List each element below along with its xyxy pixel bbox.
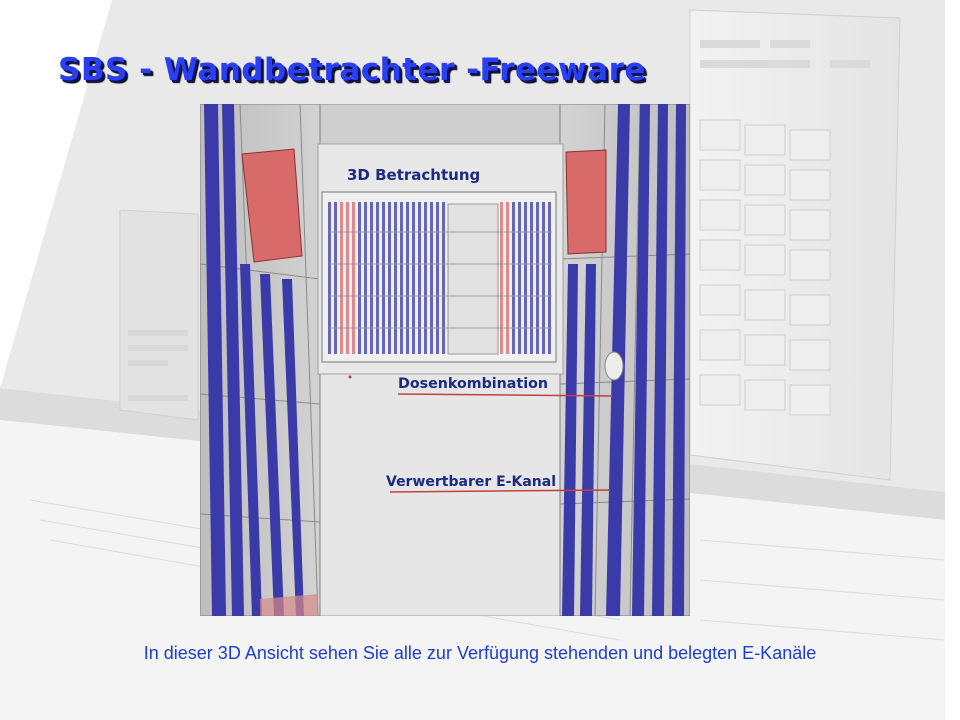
preview-stripe [412, 202, 415, 354]
preview-stripe [358, 202, 361, 354]
preview-channel-stripes [328, 202, 551, 354]
heading-3d-view: 3D Betrachtung [347, 166, 480, 184]
label-usable-channel: Verwertbarer E-Kanal [386, 474, 556, 490]
preview-stripe [436, 202, 439, 354]
preview-stripe [442, 202, 445, 354]
preview-stripe [382, 202, 385, 354]
preview-stripe [328, 202, 331, 354]
preview-stripe [500, 202, 503, 354]
preview-stripe [536, 202, 539, 354]
preview-stripe [530, 202, 533, 354]
channel-right-3 [652, 104, 668, 616]
used-box-right [565, 149, 607, 255]
preview-stripe [542, 202, 545, 354]
preview-stripe [388, 202, 391, 354]
channel-right-4 [672, 104, 686, 616]
label-box-combination: Dosenkombination [398, 376, 548, 392]
socket-box-cutout [604, 351, 624, 381]
channel-right-6 [580, 264, 596, 616]
preview-stripe [518, 202, 521, 354]
slide-caption: In dieser 3D Ansicht sehen Sie alle zur … [143, 643, 817, 663]
channel-right-2 [632, 104, 650, 616]
preview-stripe [352, 202, 355, 354]
preview-center-column [447, 203, 499, 355]
preview-stripe [548, 202, 551, 354]
preview-stripe [512, 202, 515, 354]
channel-left-3 [240, 264, 262, 616]
preview-stripe [370, 202, 373, 354]
preview-stripe [406, 202, 409, 354]
preview-stripe [364, 202, 367, 354]
channel-left-5 [282, 279, 304, 616]
preview-stripe [346, 202, 349, 354]
preview-stripe [506, 202, 509, 354]
used-box-left [241, 148, 303, 263]
channel-left-2 [222, 104, 244, 616]
channel-right-5 [562, 264, 578, 616]
preview-stripe [418, 202, 421, 354]
preview-stripe [376, 202, 379, 354]
preview-stripe [430, 202, 433, 354]
channel-left-4 [260, 274, 284, 616]
preview-stripe [394, 202, 397, 354]
preview-stripe [334, 202, 337, 354]
preview-stripe [524, 202, 527, 354]
preview-stripe [340, 202, 343, 354]
preview-stripe [424, 202, 427, 354]
slide-title: SBS - Wandbetrachter -Freeware [58, 52, 646, 88]
wall-3d-view: 3D Betrachtung Dosenkombination Verwertb… [200, 104, 690, 616]
pointer-usable-channel [389, 489, 611, 493]
channel-left-1 [204, 104, 226, 616]
preview-stripe [400, 202, 403, 354]
pointer-box-combination [397, 393, 613, 397]
